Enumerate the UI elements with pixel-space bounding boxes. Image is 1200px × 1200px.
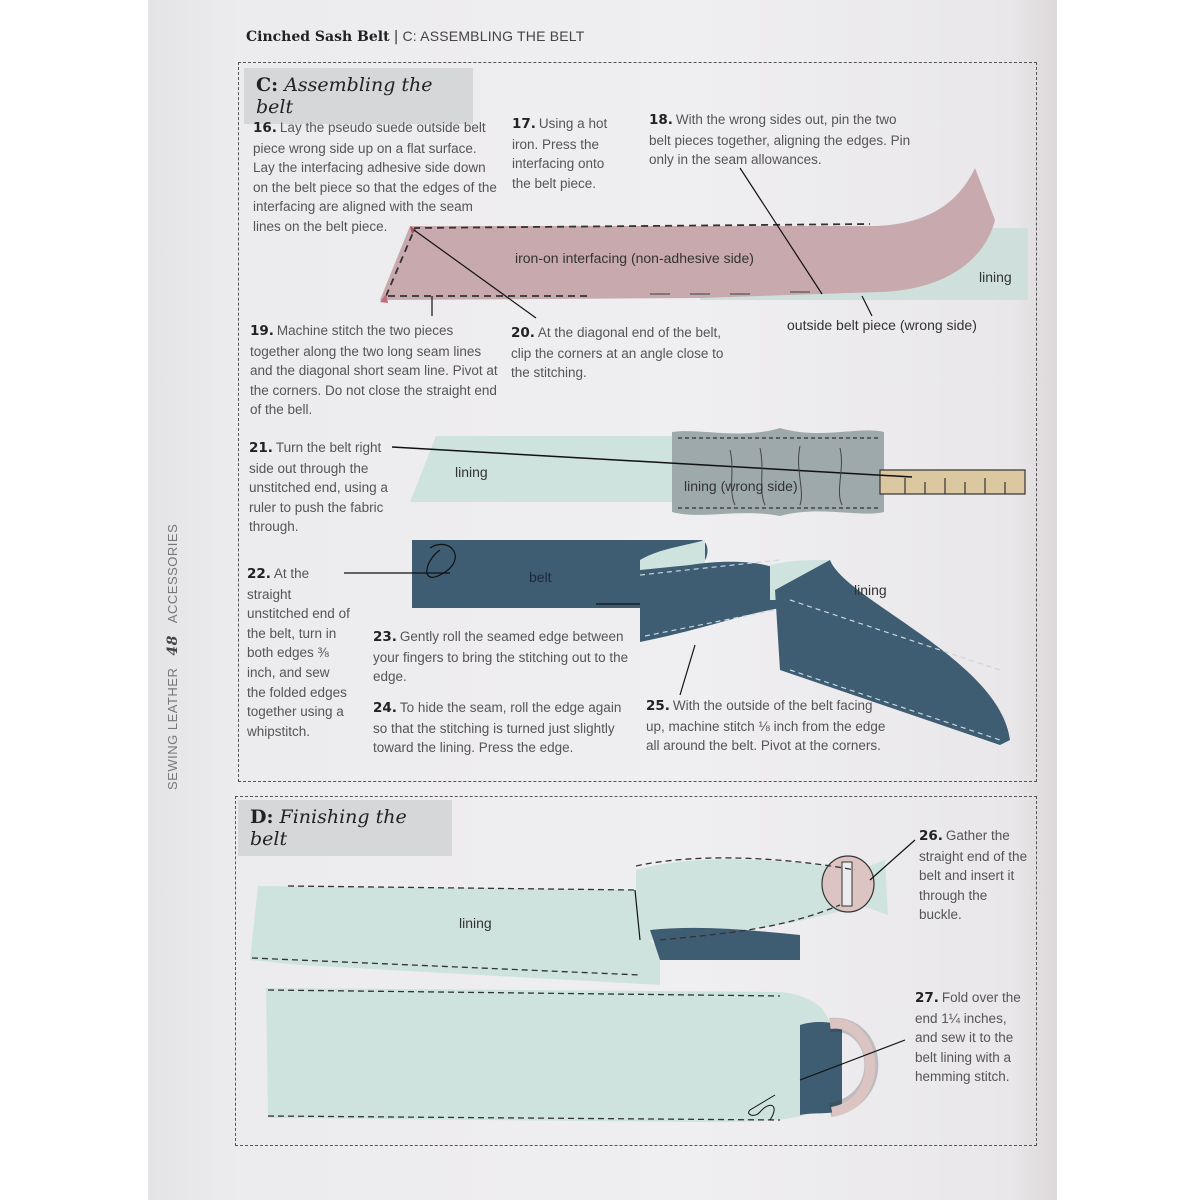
section-d-heading: D: Finishing the belt: [238, 800, 452, 856]
label-interfacing: iron-on interfacing (non-adhesive side): [515, 250, 754, 266]
step-19: 19.Machine stitch the two pieces togethe…: [250, 321, 498, 420]
label-lining: lining: [854, 582, 887, 598]
step-number: 27.: [915, 990, 939, 1006]
step-text: To hide the seam, roll the edge again so…: [373, 700, 622, 756]
section-title: Assembling the belt: [256, 74, 433, 118]
step-26: 26.Gather the straight end of the belt a…: [919, 826, 1029, 925]
running-head: Cinched Sash Belt|C: ASSEMBLING THE BELT: [246, 28, 585, 45]
chapter-name: ACCESSORIES: [165, 523, 180, 624]
label-lining-wrong-side: lining (wrong side): [684, 478, 798, 494]
step-number: 24.: [373, 700, 397, 716]
step-text: At the straight unstitched end of the be…: [247, 566, 350, 739]
separator: |: [393, 29, 399, 45]
step-number: 17.: [512, 116, 536, 132]
step-text: With the outside of the belt facing up, …: [646, 698, 886, 754]
label-belt: belt: [529, 569, 552, 585]
step-text: Fold over the end 1¼ inches, and sew it …: [915, 990, 1021, 1085]
step-text: Using a hot iron. Press the interfacing …: [512, 116, 608, 191]
step-text: Turn the belt right side out through the…: [249, 440, 388, 535]
step-number: 16.: [253, 120, 277, 136]
label-outside-belt-piece: outside belt piece (wrong side): [787, 317, 977, 333]
step-text: At the diagonal end of the belt, clip th…: [511, 325, 724, 381]
step-number: 26.: [919, 828, 943, 844]
section-c-frame: [238, 62, 1037, 782]
step-21: 21.Turn the belt right side out through …: [249, 438, 389, 537]
side-footer: SEWING LEATHER 48 ACCESSORIES: [165, 524, 181, 790]
section-letter: C:: [256, 74, 279, 96]
step-number: 23.: [373, 629, 397, 645]
step-text: Lay the pseudo suede outside belt piece …: [253, 120, 497, 234]
step-20: 20.At the diagonal end of the belt, clip…: [511, 323, 736, 383]
step-23: 23.Gently roll the seamed edge between y…: [373, 627, 633, 687]
step-27: 27.Fold over the end 1¼ inches, and sew …: [915, 988, 1030, 1087]
step-number: 22.: [247, 566, 271, 582]
step-number: 18.: [649, 112, 673, 128]
section-d-frame: [235, 796, 1037, 1146]
running-section: C: ASSEMBLING THE BELT: [402, 28, 585, 44]
section-letter: D:: [250, 806, 274, 828]
step-text: Machine stitch the two pieces together a…: [250, 323, 498, 418]
step-24: 24.To hide the seam, roll the edge again…: [373, 698, 628, 758]
step-number: 25.: [646, 698, 670, 714]
chapter-title: Cinched Sash Belt: [246, 29, 390, 45]
step-25: 25.With the outside of the belt facing u…: [646, 696, 886, 756]
step-22: 22.At the straight unstitched end of the…: [247, 564, 352, 741]
label-lining: lining: [455, 464, 488, 480]
section-title: Finishing the belt: [250, 806, 407, 850]
section-c-heading: C: Assembling the belt: [244, 68, 473, 124]
page-number: 48: [165, 635, 181, 656]
step-16: 16.Lay the pseudo suede outside belt pie…: [253, 118, 498, 237]
step-text: With the wrong sides out, pin the two be…: [649, 112, 911, 168]
step-text: Gather the straight end of the belt and …: [919, 828, 1028, 923]
step-number: 20.: [511, 325, 535, 341]
book-title: SEWING LEATHER: [165, 667, 180, 790]
step-number: 21.: [249, 440, 273, 456]
step-text: Gently roll the seamed edge between your…: [373, 629, 629, 685]
label-lining: lining: [979, 269, 1012, 285]
step-18: 18.With the wrong sides out, pin the two…: [649, 110, 914, 170]
step-number: 19.: [250, 323, 274, 339]
step-17: 17.Using a hot iron. Press the interfaci…: [512, 114, 622, 193]
label-lining: lining: [459, 915, 492, 931]
